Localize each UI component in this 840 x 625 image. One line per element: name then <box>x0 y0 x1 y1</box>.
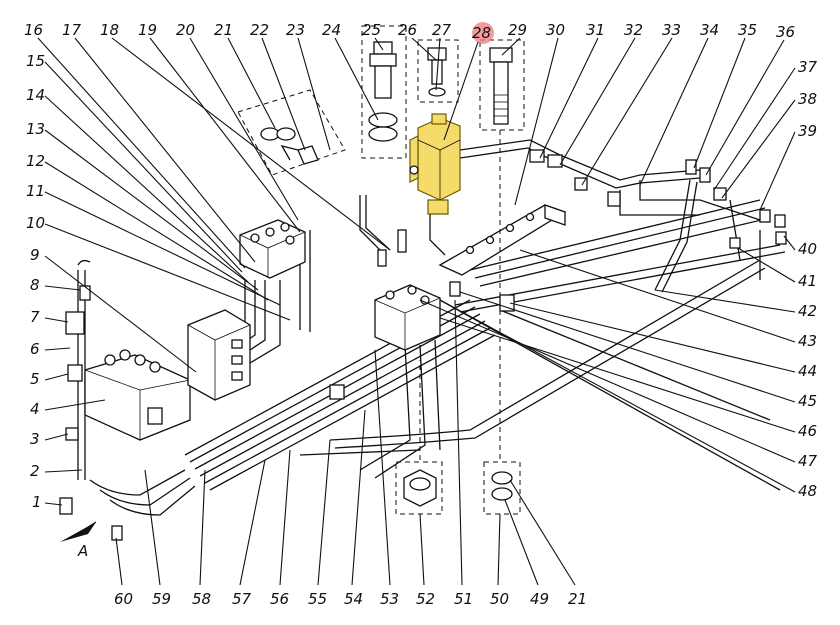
callout-60: 60 <box>114 590 133 608</box>
callout-13: 13 <box>26 120 45 138</box>
callout-19: 19 <box>138 21 157 39</box>
callout-28: 28 <box>472 24 491 42</box>
callout-9: 9 <box>30 246 40 264</box>
callout-45: 45 <box>798 392 817 410</box>
callout-27: 27 <box>432 21 452 39</box>
callout-51: 51 <box>454 590 473 608</box>
callout-12: 12 <box>26 152 45 170</box>
callout-59: 59 <box>152 590 171 608</box>
callout-31: 31 <box>586 21 605 39</box>
left-valve-block <box>84 354 191 441</box>
callout-56: 56 <box>270 590 289 608</box>
callout-53: 53 <box>380 590 399 608</box>
callout-1: 1 <box>32 493 42 511</box>
callout-30: 30 <box>546 21 565 39</box>
callout-29: 29 <box>508 21 527 39</box>
view-arrow: A <box>60 521 97 560</box>
callout-43: 43 <box>798 332 817 350</box>
central-block <box>374 284 441 351</box>
callout-58: 58 <box>192 590 211 608</box>
highlight-marker <box>472 22 494 44</box>
callout-54: 54 <box>344 590 363 608</box>
middle-box <box>187 309 251 401</box>
callout-32: 32 <box>624 21 643 39</box>
callout-52: 52 <box>416 590 435 608</box>
callout-5: 5 <box>30 370 40 388</box>
leader-lines <box>37 37 796 586</box>
callout-41: 41 <box>798 272 817 290</box>
highlighted-part-28 <box>409 113 461 215</box>
callout-48: 48 <box>798 482 817 500</box>
callout-21-bottom: 21 <box>568 590 587 608</box>
callout-8: 8 <box>30 276 40 294</box>
callout-22: 22 <box>250 21 269 39</box>
callout-14: 14 <box>26 86 45 104</box>
callout-20: 20 <box>176 21 195 39</box>
callout-46: 46 <box>798 422 817 440</box>
callout-38: 38 <box>798 90 817 108</box>
callout-35: 35 <box>738 21 757 39</box>
callout-7: 7 <box>30 308 40 326</box>
callout-42: 42 <box>798 302 817 320</box>
callout-18: 18 <box>100 21 119 39</box>
callout-11: 11 <box>26 182 45 200</box>
callout-16: 16 <box>24 21 43 39</box>
callout-25: 25 <box>362 21 381 39</box>
callout-57: 57 <box>232 590 252 608</box>
callout-4: 4 <box>30 400 40 418</box>
callout-21: 21 <box>214 21 233 39</box>
callout-2: 2 <box>30 462 40 480</box>
callout-39: 39 <box>798 122 817 140</box>
callout-23: 23 <box>286 21 305 39</box>
callout-55: 55 <box>308 590 327 608</box>
callout-47: 47 <box>798 452 818 470</box>
callout-26: 26 <box>398 21 417 39</box>
callout-15: 15 <box>26 52 45 70</box>
callout-36: 36 <box>776 23 795 41</box>
callout-40: 40 <box>798 240 817 258</box>
view-arrow-label: A <box>77 542 88 560</box>
callout-34: 34 <box>700 21 719 39</box>
detail-insets <box>237 25 525 515</box>
callout-24: 24 <box>322 21 341 39</box>
callout-17: 17 <box>62 21 82 39</box>
callout-50: 50 <box>490 590 509 608</box>
callout-44: 44 <box>798 362 817 380</box>
callout-3: 3 <box>30 430 40 448</box>
callout-10: 10 <box>26 214 45 232</box>
callout-37: 37 <box>798 58 818 76</box>
callout-49: 49 <box>530 590 549 608</box>
callout-labels: 16 17 18 19 20 21 22 23 24 25 26 27 28 2… <box>24 21 818 608</box>
callout-6: 6 <box>30 340 40 358</box>
callout-33: 33 <box>662 21 681 39</box>
